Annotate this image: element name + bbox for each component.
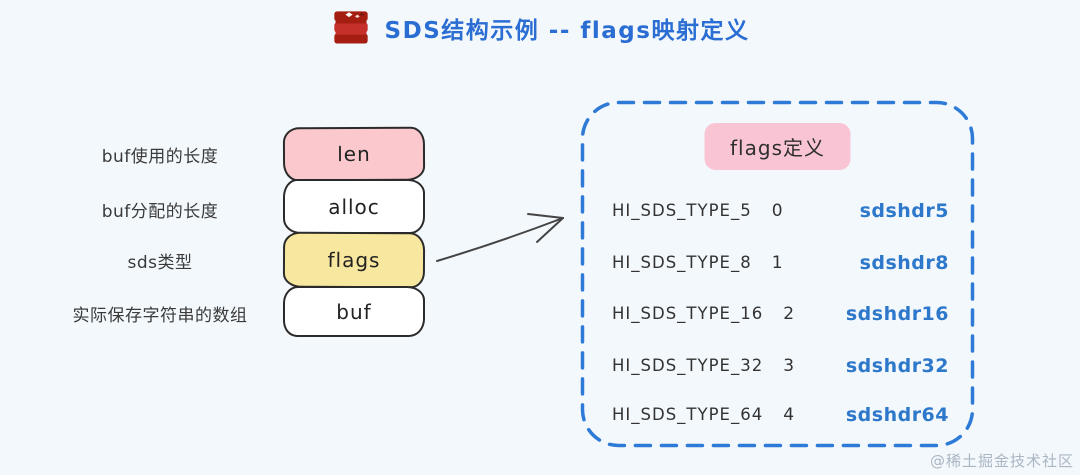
flag-type-name: HI_SDS_TYPE_16 [612, 304, 764, 323]
box-field-label: alloc [328, 194, 380, 219]
flags-row: HI_SDS_TYPE_16 2 sdshdr16 [580, 299, 975, 329]
box-field-label: flags [327, 247, 381, 273]
flag-value: 1 [771, 253, 783, 273]
flag-value: 0 [771, 201, 783, 221]
redis-logo-icon [331, 8, 371, 48]
struct-box-buf: buf [283, 286, 425, 337]
page-title: SDS结构示例 -- flags映射定义 [384, 18, 750, 44]
sds-header-name: sdshdr64 [845, 404, 949, 426]
watermark: @稀土掘金技术社区 [929, 452, 1074, 470]
flag-definition: HI_SDS_TYPE_64 4 [612, 405, 794, 425]
flag-type-name: HI_SDS_TYPE_5 [612, 201, 752, 220]
flags-row: HI_SDS_TYPE_32 3 sdshdr32 [580, 351, 975, 381]
flag-type-name: HI_SDS_TYPE_32 [612, 356, 764, 375]
struct-box-flags: flags [282, 231, 426, 289]
sds-header-name: sdshdr32 [845, 355, 949, 377]
flag-type-name: HI_SDS_TYPE_64 [612, 405, 764, 424]
flag-value: 3 [783, 356, 795, 376]
struct-box-len: len [282, 126, 426, 182]
flags-panel: flags定义 HI_SDS_TYPE_5 0 sdshdr5 HI_SDS_T… [580, 100, 975, 448]
struct-label-flags: sds类型 [127, 253, 193, 273]
arrow-icon [436, 213, 564, 262]
flags-row: HI_SDS_TYPE_5 0 sdshdr5 [580, 196, 975, 226]
struct-label-alloc: buf分配的长度 [101, 202, 219, 222]
flag-definition: HI_SDS_TYPE_32 3 [612, 356, 794, 376]
struct-box-alloc: alloc [283, 179, 425, 234]
flags-row: HI_SDS_TYPE_8 1 sdshdr8 [580, 248, 975, 278]
struct-label-len: buf使用的长度 [101, 147, 219, 167]
sds-header-name: sdshdr16 [845, 303, 949, 325]
flags-row: HI_SDS_TYPE_64 4 sdshdr64 [580, 400, 975, 430]
flag-value: 4 [783, 405, 795, 425]
panel-title-badge: flags定义 [704, 123, 851, 170]
sds-header-name: sdshdr8 [859, 252, 949, 274]
box-field-label: buf [336, 299, 372, 324]
dashed-border [580, 100, 975, 448]
diagram-header: SDS结构示例 -- flags映射定义 [0, 8, 1080, 48]
flag-value: 2 [783, 304, 795, 324]
sds-header-name: sdshdr5 [859, 200, 949, 222]
flag-definition: HI_SDS_TYPE_16 2 [612, 304, 794, 324]
flag-definition: HI_SDS_TYPE_8 1 [612, 253, 783, 273]
flag-definition: HI_SDS_TYPE_5 0 [612, 201, 783, 221]
box-field-label: len [337, 141, 371, 167]
struct-label-buf: 实际保存字符串的数组 [72, 306, 248, 326]
flag-type-name: HI_SDS_TYPE_8 [612, 253, 752, 272]
